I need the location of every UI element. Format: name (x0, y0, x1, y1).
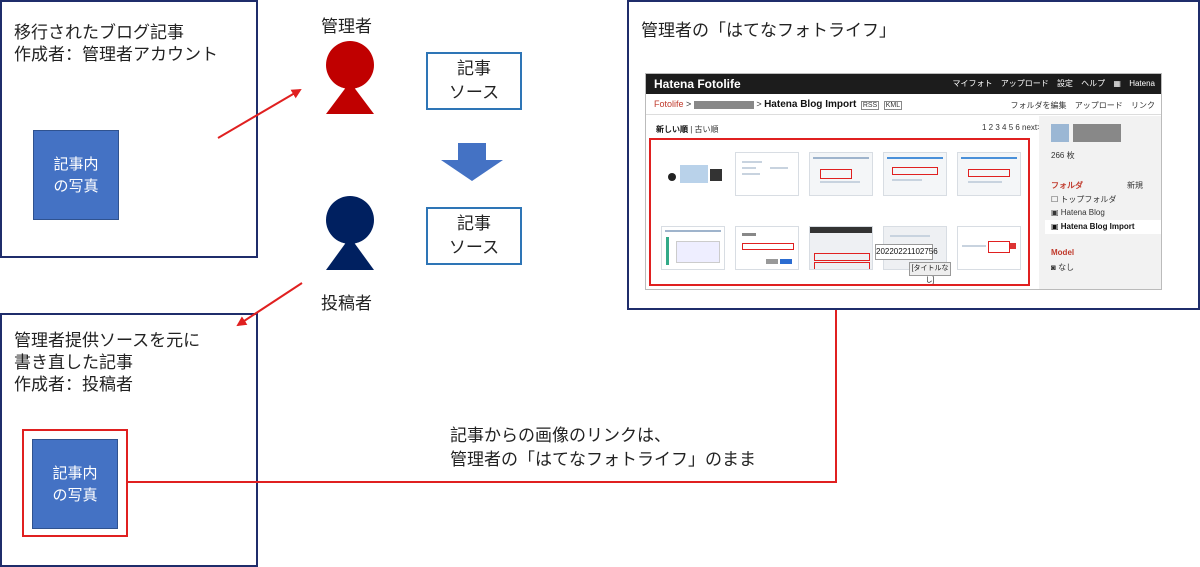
nav-myphoto[interactable]: マイフォト (952, 79, 993, 88)
fotolife-pagination[interactable]: 1 2 3 4 5 6 next> (982, 123, 1042, 132)
photo-timestamp-label: 20220221102756 (875, 244, 938, 260)
migrated-article-panel: 移行されたブログ記事 作成者：管理者アカウント 記事内 の写真 (0, 0, 258, 258)
photo-thumb-3[interactable] (809, 152, 873, 196)
photo-thumb-6[interactable] (661, 226, 725, 270)
down-arrow-icon (441, 143, 503, 181)
active-folder-highlight (1045, 220, 1161, 234)
folder-hatena-blog-import[interactable]: ▣ Hatena Blog Import (1051, 222, 1135, 231)
photo-thumb-5[interactable] (957, 152, 1021, 196)
photo-thumb-10[interactable] (957, 226, 1021, 270)
new-folder-link[interactable]: 新規 (1127, 181, 1143, 190)
photo-thumb-8[interactable] (809, 226, 873, 270)
folder-top-label: トップフォルダ (1060, 195, 1117, 204)
image-link-connector (126, 298, 841, 483)
kml-tag[interactable]: KML (883, 101, 903, 110)
link-link[interactable]: リンク (1131, 101, 1155, 110)
article-photo-box-top: 記事内 の写真 (33, 130, 119, 220)
fotolife-logo: Hatena Fotolife (654, 77, 741, 91)
nav-grid-icon[interactable]: ▦ (1113, 79, 1121, 88)
rss-tag[interactable]: RSS (860, 101, 880, 110)
rewritten-article-text: 管理者提供ソースを元に 書き直した記事 作成者：投稿者 (14, 331, 201, 395)
admin-person-icon (326, 41, 374, 114)
article-source-box-bottom: 記事 ソース (426, 207, 522, 265)
article-source-box-top: 記事 ソース (426, 52, 522, 110)
nav-settings[interactable]: 設定 (1056, 79, 1073, 88)
nav-hatena[interactable]: Hatena (1129, 79, 1155, 88)
sort-sep: | (690, 125, 695, 134)
fotolife-header-bar: Hatena Fotolife マイフォト アップロード 設定 ヘルプ ▦ Ha… (646, 74, 1161, 94)
sort-oldest[interactable]: 古い順 (694, 125, 719, 134)
fotolife-divider (646, 114, 1161, 115)
fotolife-breadcrumb: Fotolife > > Hatena Blog Import RSS KML (654, 99, 903, 110)
photo-thumb-4[interactable] (883, 152, 947, 196)
sort-newest[interactable]: 新しい順 (656, 125, 688, 134)
admin-label: 管理者 (321, 17, 372, 37)
photo-count: 266 枚 (1051, 151, 1075, 160)
crumb-folder-title: Hatena Blog Import (764, 99, 857, 110)
rewritten-article-panel: 管理者提供ソースを元に 書き直した記事 作成者：投稿者 記事内 の写真 (0, 313, 258, 567)
crumb-sep-2: > (756, 99, 765, 109)
folder-hatena-blog[interactable]: ▣ Hatena Blog (1051, 208, 1105, 217)
arrow-to-admin (217, 88, 302, 139)
model-value-text: なし (1058, 263, 1075, 272)
fotolife-sidebar: 266 枚 フォルダ 新規 ☐ トップフォルダ ▣ Hatena Blog ▣ … (1039, 116, 1161, 289)
photo-thumb-1[interactable] (661, 152, 725, 196)
image-link-caption: 記事からの画像のリンクは、 管理者の「はてなフォトライフ」のまま (450, 426, 756, 470)
poster-label: 投稿者 (321, 294, 372, 314)
model-section-label: Model (1051, 248, 1075, 257)
nav-upload[interactable]: アップロード (1000, 79, 1049, 88)
photo-no-title-label: [タイトルなし] (909, 262, 951, 284)
edit-folder-link[interactable]: フォルダを編集 (1010, 101, 1067, 110)
fotolife-sort: 新しい順 | 古い順 (656, 124, 719, 135)
upload-link[interactable]: アップロード (1074, 101, 1123, 110)
arrow-to-rewritten-article (236, 282, 303, 327)
crumb-user-redacted (693, 100, 754, 109)
folder-section-label: フォルダ (1051, 181, 1083, 190)
photo-thumb-2[interactable] (735, 152, 799, 196)
migrated-article-text: 移行されたブログ記事 作成者：管理者アカウント (14, 23, 218, 65)
fotolife-nav: マイフォト アップロード 設定 ヘルプ ▦ Hatena (946, 78, 1155, 89)
user-avatar (1051, 124, 1069, 142)
folder-hatena-blog-label: Hatena Blog (1060, 208, 1105, 217)
photo-thumb-7[interactable] (735, 226, 799, 270)
crumb-root-link[interactable]: Fotolife (654, 99, 684, 109)
folder-hatena-blog-import-label: Hatena Blog Import (1060, 222, 1135, 231)
admin-fotolife-title: 管理者の「はてなフォトライフ」 (641, 21, 896, 41)
crumb-sep-1: > (686, 99, 694, 109)
article-photo-box-bottom: 記事内 の写真 (32, 439, 118, 529)
fotolife-screenshot: Hatena Fotolife マイフォト アップロード 設定 ヘルプ ▦ Ha… (645, 73, 1162, 290)
user-name-redacted (1073, 124, 1121, 142)
folder-top[interactable]: ☐ トップフォルダ (1051, 195, 1117, 204)
fotolife-photo-grid: 20220221102756 [タイトルなし] (649, 138, 1030, 286)
poster-person-icon (326, 196, 374, 270)
nav-help[interactable]: ヘルプ (1081, 79, 1106, 88)
model-value: ◙ なし (1051, 263, 1075, 272)
fotolife-tools: フォルダを編集 アップロード リンク (1005, 100, 1155, 111)
